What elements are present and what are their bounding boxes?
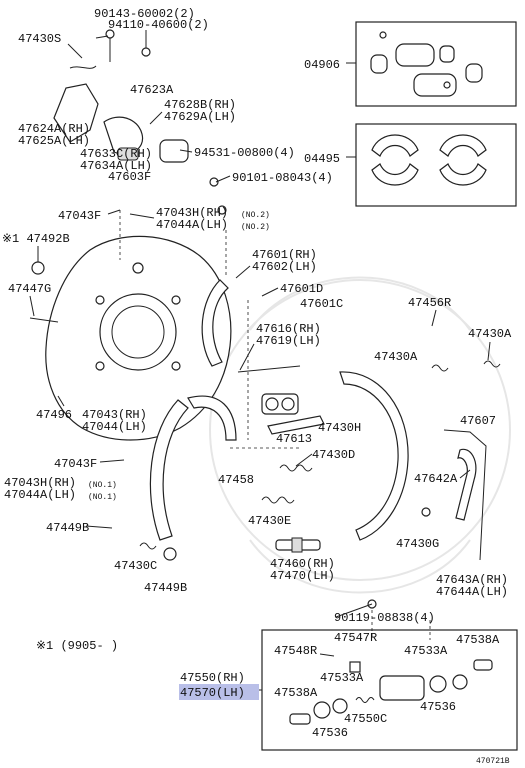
label-90143: 90143-60002(2) [94,7,195,21]
wheel-cylinder[interactable] [261,393,299,415]
note-no1-b: (NO.1) [88,493,117,502]
label-47607: 47607 [460,414,496,428]
label-47536-right: 47536 [420,700,456,714]
label-47430H: 47430H [318,421,361,435]
label-47044A-top: 47044A(LH) [156,218,228,232]
brake-shoe-front[interactable] [149,279,237,541]
kit-box-04906[interactable] [346,21,517,107]
leader-lines [29,35,491,657]
watermark [209,276,511,594]
label-47044A-bottom: 47044A(LH) [4,488,76,502]
label-47043H-top: 47043H(RH) [156,206,228,220]
label-47533A-mid: 47533A [320,671,364,685]
wheel-cylinder-box[interactable] [258,629,518,751]
label-47449B-bottom: 47449B [144,581,187,595]
label-47458: 47458 [218,473,254,487]
label-94110: 94110-40600(2) [108,18,209,32]
label-47642A: 47642A [414,472,458,486]
label-47536-bottom: 47536 [312,726,348,740]
kit-box-04495[interactable] [346,123,517,207]
label-47430A-right: 47430A [468,327,512,341]
label-47634A: 47634A(LH) [80,159,152,173]
backing-plate[interactable] [29,235,232,441]
label-47550: 47550(RH) [180,671,245,685]
label-47624A: 47624A(RH) [18,122,90,136]
brake-shoe-rear[interactable] [339,371,409,541]
label-47601C: 47601C [300,297,343,311]
diagram-id: 470721B [476,757,510,766]
label-47470: 47470(LH) [270,569,335,583]
label-47496: 47496 [36,408,72,422]
callouts: 90143-60002(2) 94110-40600(2) 47430S 476… [2,7,512,766]
parking-cable-lever[interactable] [163,429,487,609]
label-47456R: 47456R [408,296,451,310]
note-no2-a: (NO.2) [241,211,270,220]
label-47633C: 47633C(RH) [80,147,152,161]
label-47538A-left: 47538A [274,686,318,700]
label-47601D: 47601D [280,282,323,296]
parking-lever-group[interactable] [53,29,227,215]
label-47492B: ※1 47492B [2,232,70,246]
label-47447G: 47447G [8,282,51,296]
label-47628B: 47628B(RH) [164,98,236,112]
label-04906: 04906 [304,58,340,72]
note-no1-a: (NO.1) [88,481,117,490]
highlight-47570 [179,684,259,700]
label-47538A-right: 47538A [456,633,500,647]
label-47043H-bottom: 47043H(RH) [4,476,76,490]
label-47533A-right: 47533A [404,644,448,658]
label-47044-mid: 47044(LH) [82,420,147,434]
label-47644A: 47644A(LH) [436,585,508,599]
label-47550C: 47550C [344,712,387,726]
label-04495: 04495 [304,152,340,166]
label-47616: 47616(RH) [256,322,321,336]
label-47430D: 47430D [312,448,355,462]
label-47602: 47602(LH) [252,260,317,274]
label-47430E: 47430E [248,514,291,528]
label-47625A: 47625A(LH) [18,134,90,148]
label-94531: 94531-00800(4) [194,146,295,160]
label-47430C: 47430C [114,559,157,573]
label-47603F: 47603F [108,170,151,184]
label-47449B-left: 47449B [46,521,89,535]
label-47430S: 47430S [18,32,61,46]
label-47430A-left: 47430A [374,350,418,364]
note-1: ※1 (9905- ) [36,639,118,653]
label-47619: 47619(LH) [256,334,321,348]
note-no2-b: (NO.2) [241,223,270,232]
label-47043-mid: 47043(RH) [82,408,147,422]
label-90119: 90119-08838(4) [334,611,435,625]
label-47601: 47601(RH) [252,248,317,262]
label-47613: 47613 [276,432,312,446]
label-47547R: 47547R [334,631,377,645]
return-springs[interactable] [139,360,501,550]
label-47629A: 47629A(LH) [164,110,236,124]
label-47623A: 47623A [130,83,174,97]
label-47043F-bottom: 47043F [54,457,97,471]
label-47043F-top: 47043F [58,209,101,223]
label-47460: 47460(RH) [270,557,335,571]
assembly-lines [119,210,431,640]
label-47570: 47570(LH) [180,686,245,700]
adjusting-bolt[interactable] [275,537,321,553]
label-47643A: 47643A(RH) [436,573,508,587]
label-47548R: 47548R [274,644,317,658]
adjuster-strut[interactable] [237,365,325,435]
label-90101: 90101-08043(4) [232,171,333,185]
label-47430G: 47430G [396,537,439,551]
